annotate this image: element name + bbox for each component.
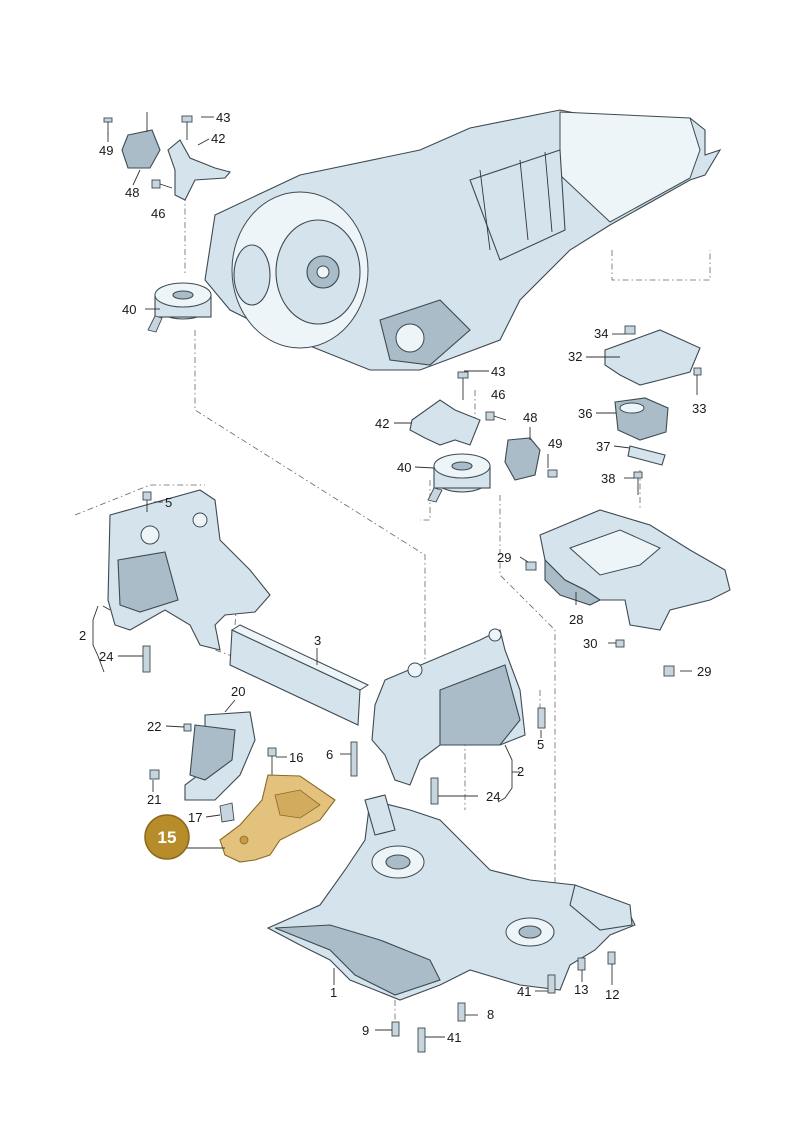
label-2-left: 2 [79,628,86,643]
mount-left-upper [103,115,231,333]
leader-lines [92,112,692,1038]
label-1: 1 [330,985,337,1000]
mount-right [604,325,702,495]
label-2-right: 2 [517,764,524,779]
part-number-labels: 43 42 49 48 46 40 34 32 43 46 33 36 48 4… [79,110,711,1045]
label-16: 16 [289,750,303,765]
highlighted-part-15 [219,774,336,863]
label-49-mid: 49 [548,436,562,451]
crossmember-28 [525,509,731,677]
bracket-left-2 [107,489,271,673]
label-3: 3 [314,633,321,648]
label-12: 12 [605,987,619,1002]
label-49-top: 49 [99,143,113,158]
label-17: 17 [188,810,202,825]
label-5-left: 5 [165,495,172,510]
label-48-top: 48 [125,185,139,200]
strut-3 [229,624,370,777]
transmission-housing [204,109,722,371]
label-8: 8 [487,1007,494,1022]
label-43-mid: 43 [491,364,505,379]
label-22: 22 [147,719,161,734]
label-24-left: 24 [99,649,113,664]
label-24-right: 24 [486,789,500,804]
label-42-mid: 42 [375,416,389,431]
label-13: 13 [574,982,588,997]
label-20: 20 [231,684,245,699]
label-33: 33 [692,401,706,416]
heat-shield-20 [149,711,277,823]
subframe-1 [266,794,636,1053]
label-41-bottom: 41 [447,1030,461,1045]
label-41-right: 41 [517,984,531,999]
label-29-top: 29 [497,550,511,565]
label-46-top: 46 [151,206,165,221]
label-29-bottom: 29 [697,664,711,679]
label-28: 28 [569,612,583,627]
label-48-mid: 48 [523,410,537,425]
mount-middle [409,371,558,503]
label-5-right: 5 [537,737,544,752]
label-9: 9 [362,1023,369,1038]
label-38: 38 [601,471,615,486]
bracket-right-2 [371,628,546,805]
label-37: 37 [596,439,610,454]
label-40-top: 40 [122,302,136,317]
label-36: 36 [578,406,592,421]
label-46-mid: 46 [491,387,505,402]
label-30: 30 [583,636,597,651]
label-21: 21 [147,792,161,807]
label-32: 32 [568,349,582,364]
highlight-badge-15[interactable]: 15 [144,814,190,860]
highlight-badge-label: 15 [158,828,177,847]
label-6: 6 [326,747,333,762]
label-40-mid: 40 [397,460,411,475]
label-42-top: 42 [211,131,225,146]
label-43-top: 43 [216,110,230,125]
label-34: 34 [594,326,608,341]
